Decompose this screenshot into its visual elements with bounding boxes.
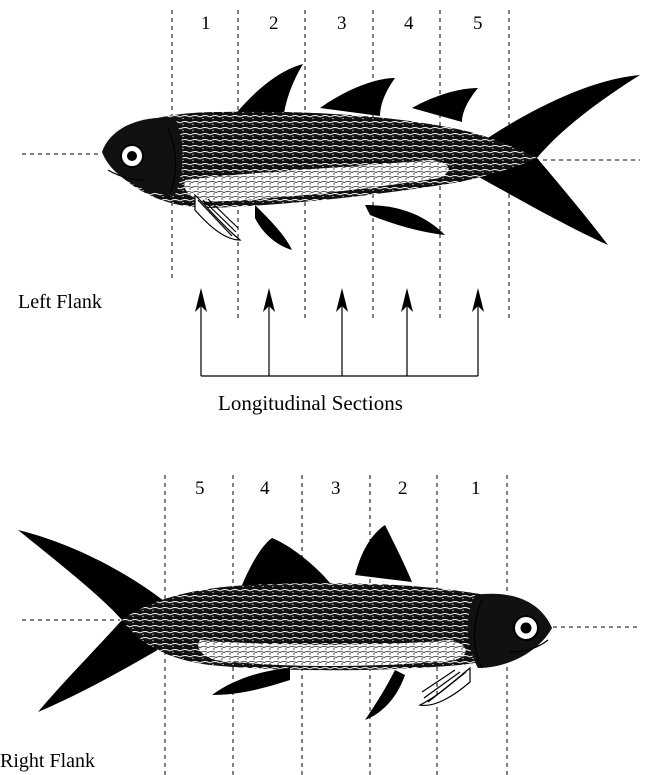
- left-section-number-5: 5: [473, 13, 483, 34]
- left-fish-illustration: [102, 64, 640, 250]
- right-section-number-5: 5: [195, 478, 205, 499]
- right-section-number-4: 4: [260, 478, 270, 499]
- left-flank-label: Left Flank: [18, 291, 102, 313]
- right-flank-figure: 5 4 3 2 1: [0, 475, 640, 775]
- right-flank-label: Right Flank: [0, 750, 95, 772]
- left-section-number-2: 2: [269, 13, 279, 34]
- left-section-number-3: 3: [337, 13, 347, 34]
- right-section-number-3: 3: [331, 478, 341, 499]
- left-flank-figure: 1 2 3 4 5: [18, 10, 640, 415]
- left-section-number-4: 4: [404, 13, 414, 34]
- right-section-number-2: 2: [398, 478, 408, 499]
- left-section-numbers: 1 2 3 4 5: [201, 13, 483, 34]
- left-section-number-1: 1: [201, 13, 211, 34]
- right-section-numbers: 5 4 3 2 1: [195, 478, 481, 499]
- longitudinal-sections-caption: Longitudinal Sections: [218, 391, 403, 415]
- right-section-number-1: 1: [471, 478, 481, 499]
- right-fish-illustration: [18, 525, 552, 720]
